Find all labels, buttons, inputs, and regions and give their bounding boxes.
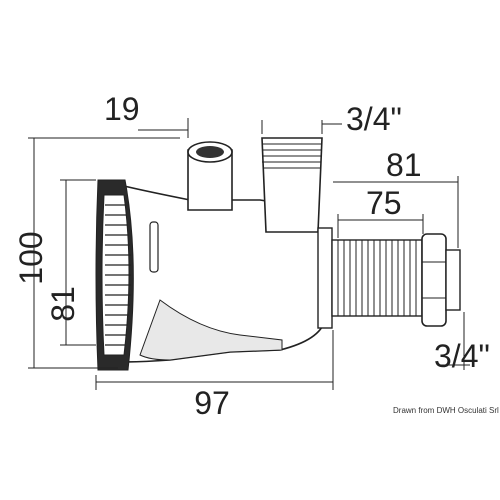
dim-overall-length: 97 xyxy=(194,385,230,421)
dim-outlet-thread-length: 75 xyxy=(366,185,402,221)
dim-inlet-height: 81 xyxy=(45,286,81,322)
dim-thread-outlet: 3/4" xyxy=(434,338,490,374)
dim-overall-height: 100 xyxy=(13,231,49,284)
dim-outlet-length: 81 xyxy=(386,147,422,183)
dim-thread-top: 3/4" xyxy=(346,101,402,137)
dim-top-port-width: 19 xyxy=(104,91,140,127)
pump-body xyxy=(95,137,461,371)
dimension-lines xyxy=(28,118,470,390)
drawing-credit: Drawn from DWH Osculati Srl xyxy=(393,406,499,415)
